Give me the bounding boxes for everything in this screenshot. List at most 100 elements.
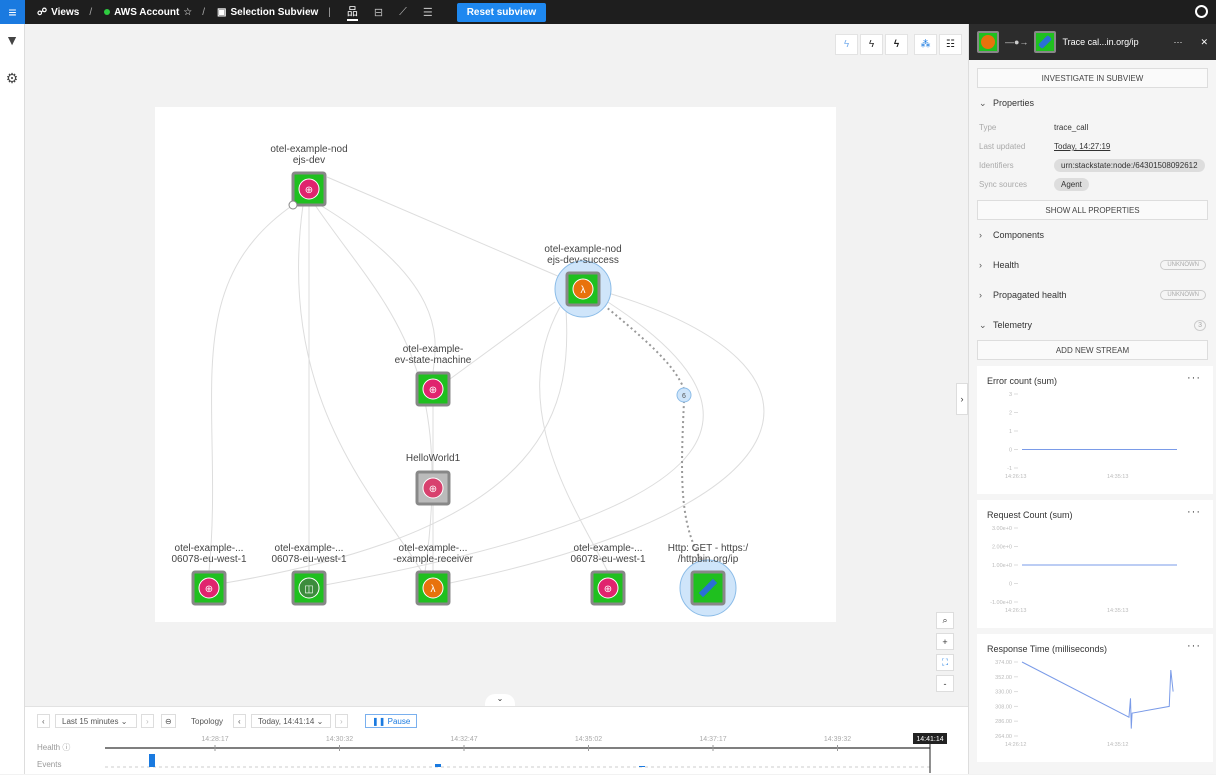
breadcrumb-views[interactable]: ☍Views <box>37 6 80 18</box>
tick-label: 14:39:32 <box>824 736 851 743</box>
topology-icon[interactable]: ⁂ <box>914 34 937 55</box>
reset-subview-button[interactable]: Reset subview <box>456 2 547 22</box>
y-tick-label: 2 <box>1009 411 1012 417</box>
y-tick-label: 2.00e+0 <box>992 545 1012 551</box>
property-key: Identifiers <box>979 161 1014 170</box>
node-label: Http: GET - https:/ <box>668 543 749 554</box>
http-icon <box>698 578 718 598</box>
components-section[interactable]: ›Components <box>979 230 1045 240</box>
more-icon[interactable]: ··· <box>1187 506 1201 518</box>
node-label: ejs-dev <box>293 155 325 166</box>
edge-group-count: 6 <box>682 393 686 400</box>
y-tick-label: 374.00 <box>995 660 1012 666</box>
add-stream-button[interactable]: ADD NEW STREAM <box>977 340 1208 360</box>
next-time-button[interactable]: › <box>335 714 348 728</box>
now-label: 14:41:14 <box>916 736 943 743</box>
event-bar[interactable] <box>435 764 441 767</box>
expand-panel-icon[interactable]: › <box>956 383 968 415</box>
node-label: otel-example-... <box>574 543 643 554</box>
time-range-select[interactable]: Last 15 minutes ⌄ <box>55 714 137 728</box>
step-function-icon <box>422 477 444 499</box>
subview-icon: ▣ <box>217 6 227 18</box>
divider: | <box>328 6 331 18</box>
edge[interactable] <box>324 296 704 586</box>
star-icon[interactable]: ☆ <box>183 6 193 18</box>
zoom-out-time-icon[interactable]: ⊖ <box>161 714 176 728</box>
zoom-in-icon[interactable]: + <box>936 633 954 650</box>
target-node-icon[interactable] <box>1034 31 1057 53</box>
count-badge: 3 <box>1194 319 1206 331</box>
edge[interactable] <box>449 291 765 584</box>
edge-group[interactable] <box>676 387 692 403</box>
tick-label: 14:30:32 <box>326 736 353 743</box>
event-bar[interactable] <box>639 766 645 767</box>
property-value[interactable]: Today, 14:27:19 <box>1054 142 1111 151</box>
node-label: ev-state-machine <box>395 355 472 366</box>
edge[interactable] <box>539 306 609 573</box>
lightning-icon[interactable]: ϟ <box>885 34 908 55</box>
edge[interactable] <box>449 301 556 380</box>
properties-section[interactable]: ⌄Properties <box>979 97 1035 109</box>
node-label: otel-example-nod <box>544 244 621 255</box>
list-icon[interactable]: ☷ <box>939 34 962 55</box>
metrics-view-icon[interactable]: ⟋ <box>399 5 407 18</box>
node-label: otel-example-... <box>275 543 344 554</box>
events-view-icon[interactable]: ⊟ <box>373 6 384 19</box>
expand-node-icon[interactable] <box>288 200 298 210</box>
lightning-outline-icon[interactable]: ϟ <box>835 34 858 55</box>
tick-label: 14:35:02 <box>575 736 602 743</box>
node-label: /httpbin.org/ip <box>678 554 739 565</box>
edge[interactable] <box>298 204 426 578</box>
next-range-button[interactable]: › <box>141 714 154 728</box>
investigate-button[interactable]: INVESTIGATE IN SUBVIEW <box>977 68 1208 88</box>
selected-edge[interactable] <box>599 301 685 390</box>
events-label: Events <box>37 760 62 769</box>
chart-title: Request Count (sum) <box>987 510 1073 520</box>
collapse-timeline-icon[interactable]: ⌄ <box>485 694 515 706</box>
show-all-properties-button[interactable]: SHOW ALL PROPERTIES <box>977 200 1208 220</box>
prev-time-button[interactable]: ‹ <box>233 714 246 728</box>
node-label: HelloWorld1 <box>406 453 461 464</box>
timeline: ‹ Last 15 minutes ⌄ › ⊖ Topology ‹ Today… <box>25 706 968 774</box>
breadcrumb-subview[interactable]: ▣Selection Subview <box>217 6 319 18</box>
more-icon[interactable]: ··· <box>1187 640 1201 652</box>
event-bar[interactable] <box>149 754 155 767</box>
edge[interactable] <box>208 204 294 573</box>
more-icon[interactable]: ··· <box>1187 372 1201 384</box>
selected-edge[interactable] <box>681 400 706 568</box>
close-icon[interactable]: ✕ <box>1200 36 1208 47</box>
edge[interactable] <box>319 204 436 374</box>
edge[interactable] <box>224 296 568 584</box>
node-label: otel-example-... <box>175 543 244 554</box>
lambda-icon <box>572 278 594 300</box>
fit-icon[interactable]: ⛶ <box>936 654 954 671</box>
more-icon[interactable]: ··· <box>1173 37 1183 47</box>
traces-view-icon[interactable]: ☰ <box>422 6 433 19</box>
edge[interactable] <box>314 204 433 573</box>
menu-icon[interactable]: ≡ <box>0 0 25 24</box>
x-tick-label: 14:26:13 <box>1005 608 1026 614</box>
lightning-half-icon[interactable]: ϟ <box>860 34 883 55</box>
search-icon[interactable]: ⌕ <box>936 612 954 629</box>
topology-view-icon[interactable]: 品 <box>346 3 358 21</box>
filter-icon[interactable]: ▼ <box>5 32 19 48</box>
node-label: 06078-eu-west-1 <box>570 554 645 565</box>
prev-range-button[interactable]: ‹ <box>37 714 50 728</box>
breadcrumb-account[interactable]: AWS Account☆ <box>104 7 192 18</box>
user-icon[interactable] <box>1195 5 1208 18</box>
view-settings-icon[interactable]: ⚙ <box>5 70 19 86</box>
source-node-icon[interactable] <box>977 31 999 53</box>
time-select[interactable]: Today, 14:41:14 ⌄ <box>251 714 331 728</box>
edge[interactable] <box>326 176 561 278</box>
sns-glyph: ⊕ <box>604 584 612 595</box>
pause-button[interactable]: ❚❚ Pause <box>365 714 418 728</box>
zoom-out-icon[interactable]: - <box>936 675 954 692</box>
